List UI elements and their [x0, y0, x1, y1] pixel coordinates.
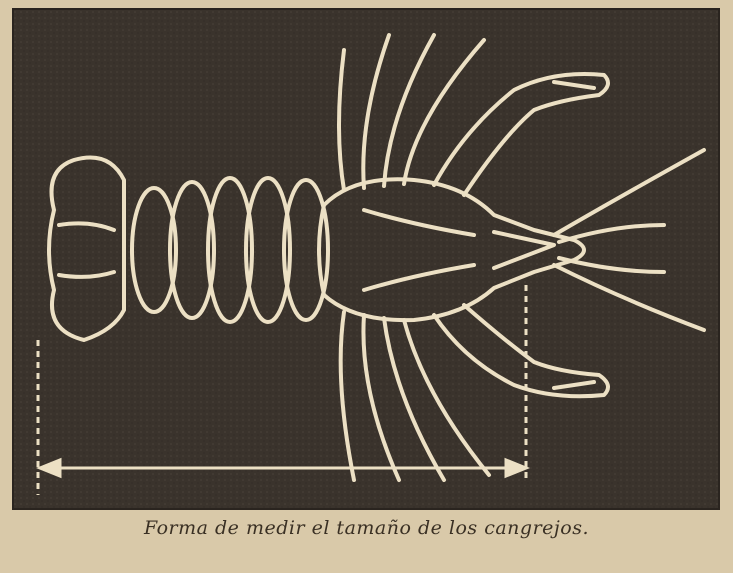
figure-caption: Forma de medir el tamaño de los cangrejo…: [0, 517, 733, 539]
plate-texture: [14, 10, 718, 508]
crayfish-illustration: [14, 10, 718, 508]
illustration-plate: [12, 8, 720, 510]
